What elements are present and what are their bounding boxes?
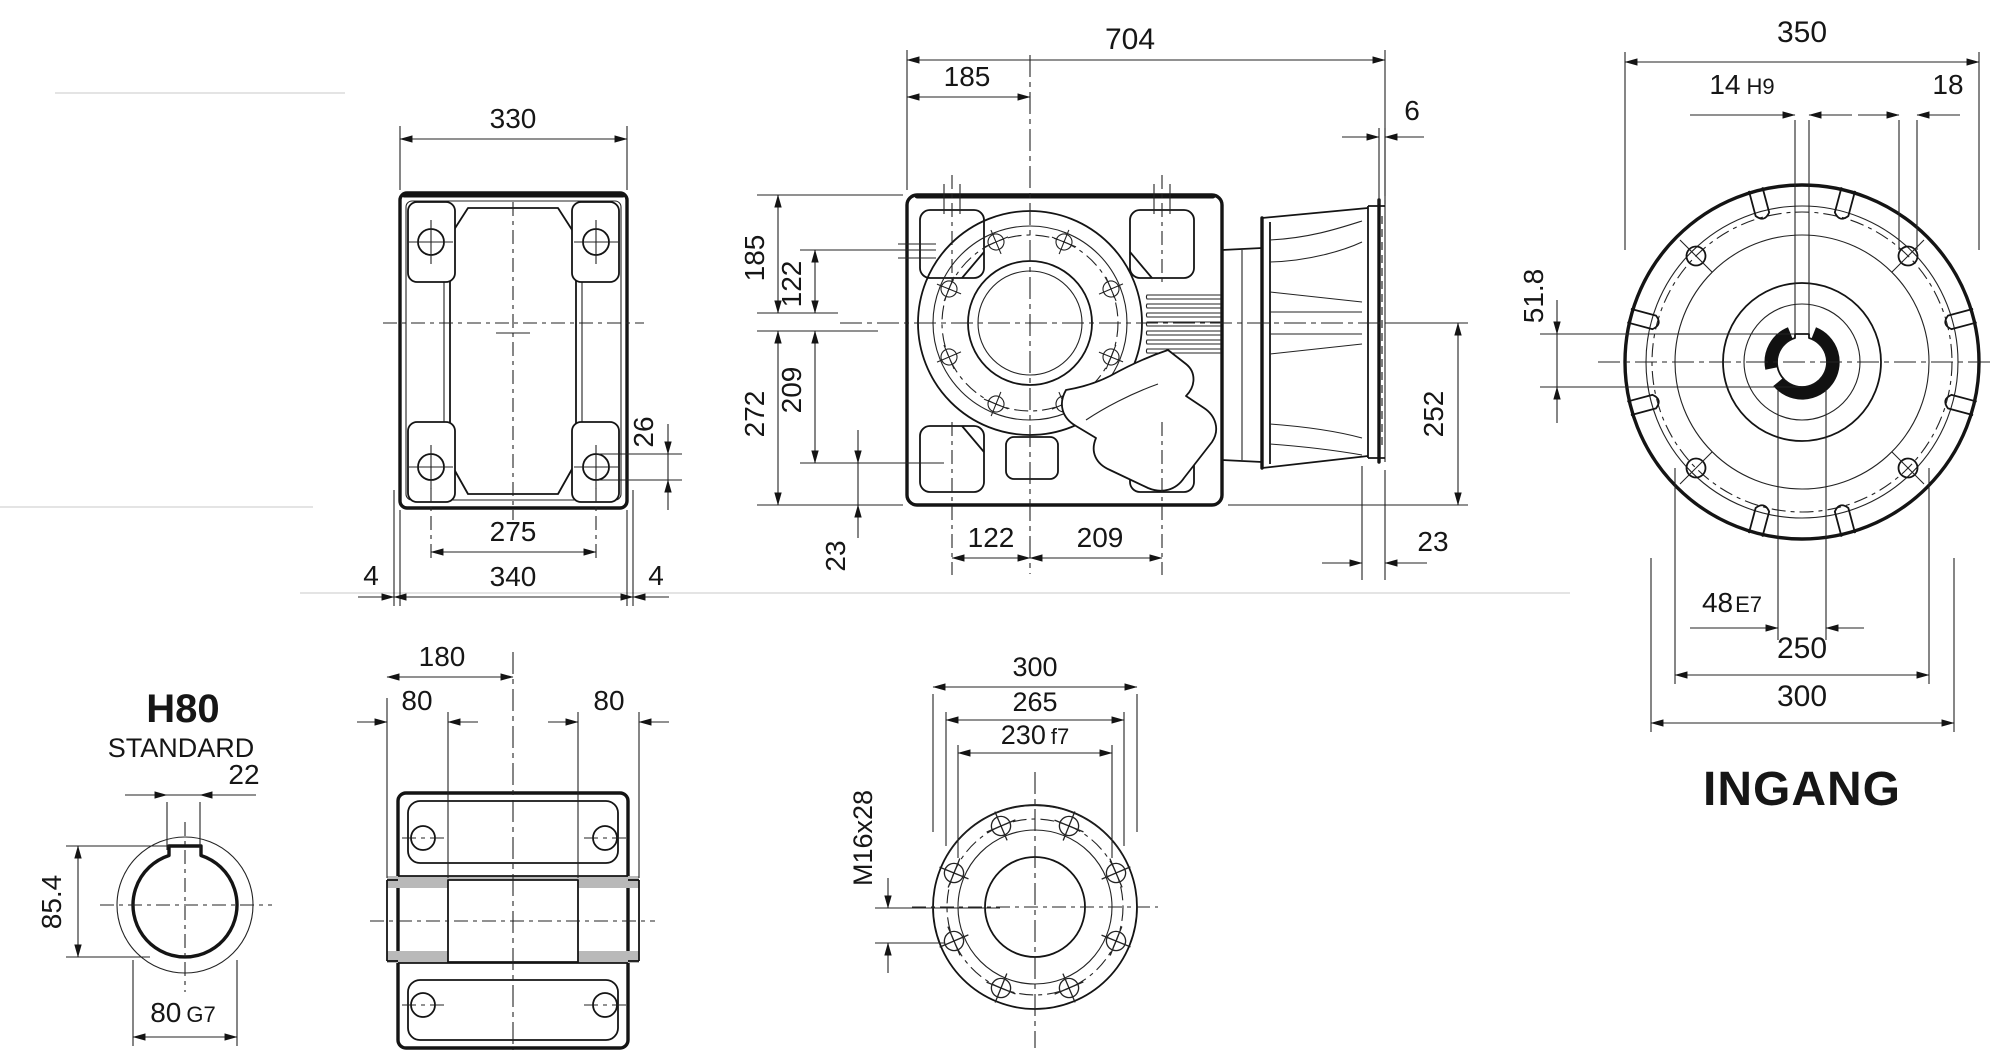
dim-width-overall: 340: [490, 561, 537, 592]
dim-edge-left: 4: [363, 560, 379, 591]
dim-height-lower: 272: [739, 391, 770, 438]
dim-edge-right: 4: [648, 560, 664, 591]
dim-bolt-circle: 265: [1012, 687, 1057, 717]
dim-foot-right: 209: [1077, 522, 1124, 553]
shaft-title: H80: [146, 687, 219, 731]
dim-flange-offset: 23: [1417, 526, 1448, 557]
dim-input-offset: 185: [944, 61, 991, 92]
dim-top-to-axis: 185: [739, 235, 770, 282]
cast-boss: [1061, 349, 1218, 492]
dim-bolt-circle: 300: [1777, 680, 1827, 713]
hollow-shaft-bore: [131, 844, 239, 959]
input-bore-keyway: [1776, 333, 1828, 388]
dim-axis-up: 122: [776, 261, 807, 308]
bolt-holes: [409, 220, 618, 489]
dim-axis-to-foot: 209: [776, 367, 807, 414]
bell-housing: [1221, 198, 1386, 470]
dim-hub-right: 80: [593, 685, 624, 716]
dim-hole-spacing: 275: [490, 516, 537, 547]
dim-key-width: 22: [228, 759, 259, 790]
dim-foot-height: 23: [820, 540, 851, 571]
dim-thread: M16x28: [848, 790, 878, 886]
shaft-stub-left: [386, 879, 398, 962]
top-bolt-holes: [402, 825, 626, 1018]
dim-bore: 48E7: [1702, 587, 1762, 618]
dim-width-top: 330: [490, 103, 537, 134]
d im-center-to-end: 180: [419, 641, 466, 672]
dim-foot-left: 122: [968, 522, 1015, 553]
dim-pilot-dia: 250: [1777, 632, 1827, 665]
dim-hub-left: 80: [401, 685, 432, 716]
side-view: 704 185 6 185 122 272 209 23 252: [739, 23, 1468, 580]
dim-hole-dia: 18: [1932, 69, 1963, 100]
dim-outer-dia: 300: [1012, 652, 1057, 682]
separator-lines: [0, 92, 1570, 594]
flange-bolt-holes: [1679, 239, 1925, 485]
dim-axis-height: 252: [1418, 391, 1449, 438]
dim-flange-dia: 350: [1777, 16, 1827, 49]
dim-key-height: 51.8: [1518, 269, 1549, 324]
dim-length-overall: 704: [1105, 23, 1155, 56]
shaft-stub-right: [628, 879, 640, 962]
input-label: INGANG: [1703, 763, 1901, 816]
dim-key-height: 85.4: [36, 875, 67, 930]
top-view: 180 80 80: [357, 641, 669, 1050]
dim-gap: 6: [1404, 95, 1420, 126]
cooling-fins: [1145, 294, 1221, 354]
shaft-subtitle: STANDARD: [108, 733, 255, 763]
dim-hole-dia: 26: [628, 416, 659, 447]
front-view: 330 26 275 340 4 4: [358, 103, 682, 606]
